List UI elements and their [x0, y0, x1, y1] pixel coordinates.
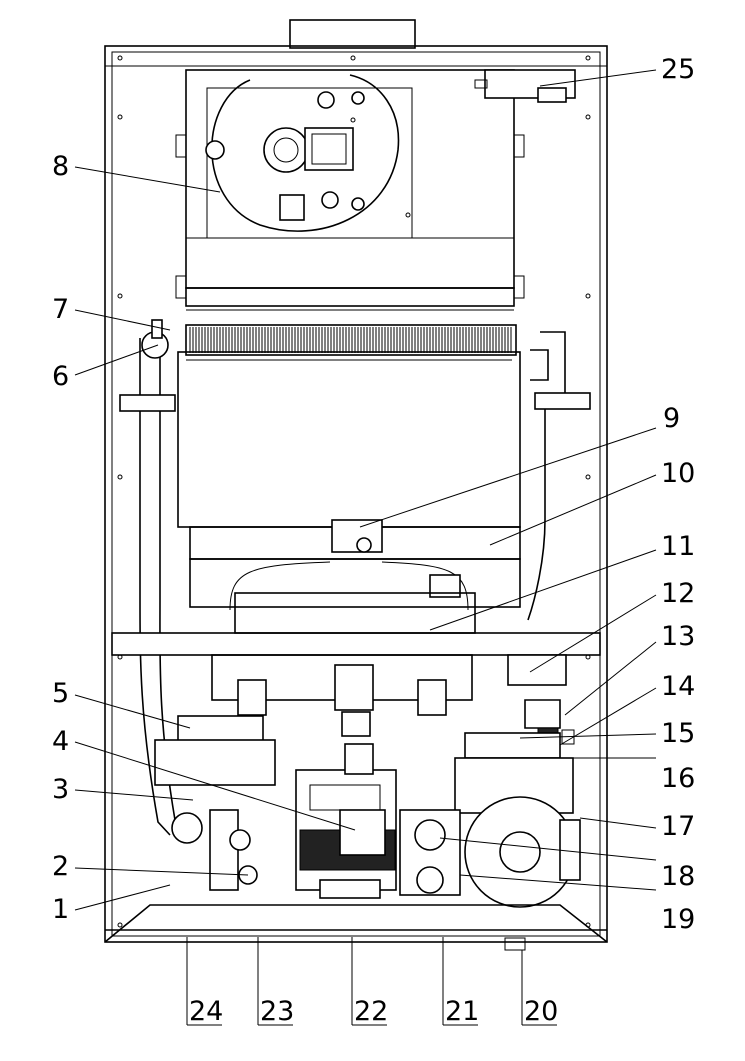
control-box	[154, 715, 276, 786]
callout-12: 12	[661, 578, 695, 609]
callout-14: 14	[661, 671, 695, 702]
leader-lines	[74, 69, 657, 1026]
callout-11: 11	[661, 531, 695, 562]
bottom-tray	[104, 904, 608, 951]
callout-1: 1	[52, 894, 69, 925]
callout-6: 6	[52, 361, 69, 392]
callout-5: 5	[52, 678, 69, 709]
boiler-casing	[104, 45, 608, 943]
callout-16: 16	[661, 763, 695, 794]
lower-connections	[171, 809, 258, 891]
circulation-pump	[454, 732, 581, 908]
callout-20: 20	[524, 996, 558, 1027]
callout-8: 8	[52, 151, 69, 182]
safety-valve-group	[507, 654, 575, 751]
callout-21: 21	[445, 996, 479, 1027]
callout-labels: 25 8 7 6 9 10 11 12 13 14 5 15 4 16 3 17…	[52, 54, 695, 1027]
gas-manifold	[211, 592, 476, 737]
gas-valve	[295, 743, 397, 899]
callout-7: 7	[52, 294, 69, 325]
chassis-crossbar	[111, 632, 601, 656]
callout-23: 23	[260, 996, 294, 1027]
callout-9: 9	[663, 403, 680, 434]
fan-assembly	[185, 69, 515, 289]
callout-4: 4	[52, 726, 69, 757]
callout-17: 17	[661, 811, 695, 842]
callout-24: 24	[189, 996, 223, 1027]
callout-19: 19	[661, 904, 695, 935]
side-brackets	[175, 134, 525, 311]
callout-25: 25	[661, 54, 695, 85]
callout-22: 22	[354, 996, 388, 1027]
callout-18: 18	[661, 861, 695, 892]
heat-exchanger	[177, 324, 521, 528]
callout-15: 15	[661, 718, 695, 749]
pipes	[119, 319, 591, 836]
callout-13: 13	[661, 621, 695, 652]
hydraulic-group	[399, 809, 461, 896]
callout-10: 10	[661, 458, 695, 489]
flue-collar	[289, 19, 416, 49]
burner-assembly	[189, 519, 521, 611]
callout-3: 3	[52, 774, 69, 805]
pressure-switch	[474, 69, 576, 103]
callout-2: 2	[52, 851, 69, 882]
